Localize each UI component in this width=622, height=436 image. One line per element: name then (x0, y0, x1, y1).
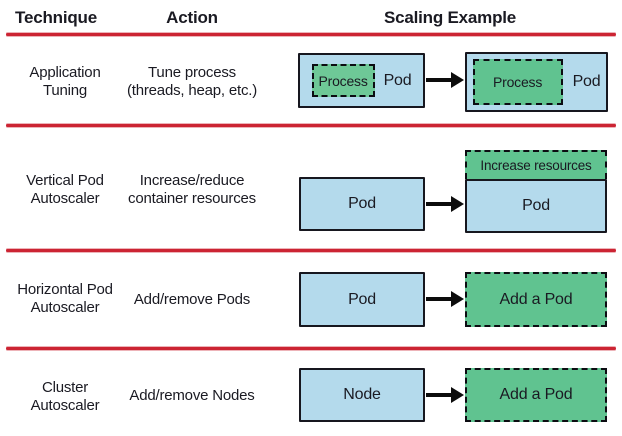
pod-label: Pod (383, 71, 412, 89)
technique-horizontal-pod-autoscaler: Horizontal Pod Autoscaler (17, 281, 113, 316)
add-a-pod-box: Add a Pod (465, 272, 607, 327)
pod-box-after: Pod (465, 179, 607, 233)
action-add-remove-nodes: Add/remove Nodes (129, 387, 255, 404)
process-box: Process (311, 64, 375, 97)
divider-line (6, 249, 616, 252)
node-box-before: Node (299, 368, 425, 422)
action-increase-reduce-resources: Increase/reduce container resources (128, 172, 256, 207)
technique-cluster-autoscaler: Cluster Autoscaler (30, 379, 100, 414)
process-box-scaled: Process (472, 59, 563, 105)
divider-line (6, 347, 616, 350)
action-tune-process: Tune process (threads, heap, etc.) (126, 64, 258, 99)
arrow-icon (426, 387, 464, 403)
technique-vertical-pod-autoscaler: Vertical Pod Autoscaler (26, 172, 104, 207)
column-header-action: Action (166, 8, 218, 27)
pod-box-before: Process Pod (298, 53, 425, 108)
column-header-technique: Technique (15, 8, 97, 27)
technique-application-tuning: Application Tuning (29, 64, 101, 99)
divider-line (6, 124, 616, 127)
divider-line (6, 33, 616, 36)
action-add-remove-pods: Add/remove Pods (133, 291, 251, 308)
increase-resources-box: Increase resources (465, 150, 607, 179)
pod-box-before: Pod (299, 272, 425, 327)
arrow-icon (426, 72, 464, 88)
arrow-icon (426, 291, 464, 307)
arrow-icon (426, 196, 464, 212)
add-a-pod-box: Add a Pod (465, 368, 607, 422)
column-header-scaling-example: Scaling Example (383, 8, 517, 27)
pod-label: Pod (572, 73, 601, 90)
pod-box-before: Pod (299, 177, 425, 231)
pod-box-after: Process Pod (465, 52, 608, 112)
